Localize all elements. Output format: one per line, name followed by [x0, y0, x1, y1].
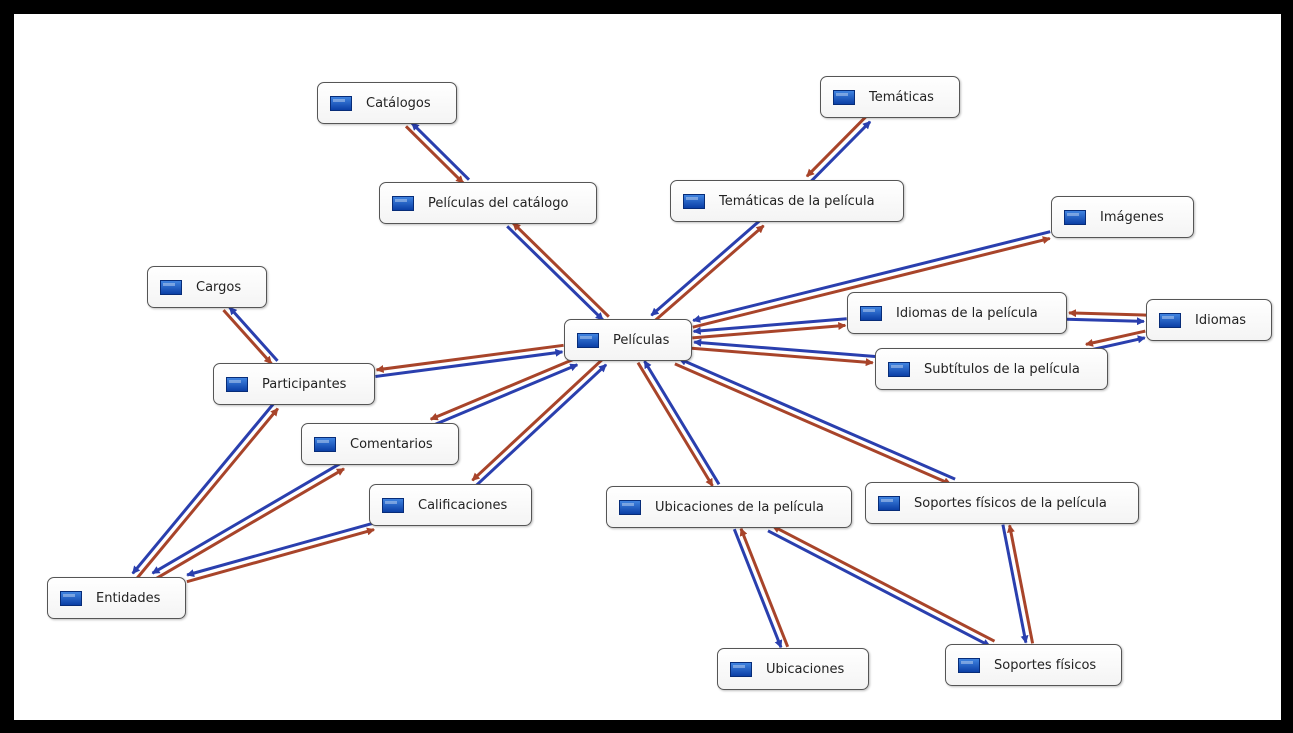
relation-arrow-peliculas-to-comentarios [429, 356, 578, 421]
node-label: Ubicaciones de la película [655, 499, 824, 515]
node-label: Imágenes [1100, 209, 1164, 225]
relation-arrow-tematicas_pelicula-to-peliculas [650, 218, 762, 317]
table-icon [860, 305, 882, 321]
table-node-soportes-fisicos[interactable]: Soportes físicos [945, 644, 1122, 686]
relation-arrow-idiomas-to-subtitulos_pelicula [1085, 329, 1146, 347]
node-label: Participantes [262, 376, 347, 392]
node-label: Idiomas [1195, 312, 1247, 328]
node-label: Ubicaciones [766, 661, 845, 677]
node-label: Subtítulos de la película [924, 361, 1080, 377]
relation-arrow-tematicas-to-tematicas_pelicula [805, 114, 868, 178]
relation-arrow-entidades-to-comentarios [153, 467, 345, 582]
relation-arrow-peliculas_catalogo-to-peliculas [506, 225, 604, 321]
relations-layer [131, 114, 1147, 649]
table-node-cargos[interactable]: Cargos [147, 266, 267, 308]
relation-arrow-peliculas-to-calificaciones [471, 357, 605, 482]
relation-arrow-peliculas-to-peliculas_catalogo [512, 222, 610, 318]
relation-arrow-ubicaciones_pelicula-to-peliculas [643, 360, 721, 486]
table-icon [577, 332, 599, 348]
table-node-soportes-fisicos-de-la-pelicula[interactable]: Soportes físicos de la película [865, 482, 1139, 524]
table-icon [833, 89, 855, 105]
table-node-tematicas-de-la-pelicula[interactable]: Temáticas de la película [670, 180, 904, 222]
relation-arrow-peliculas_catalogo-to-catalogos [410, 122, 471, 181]
relation-arrow-ubicaciones-to-ubicaciones_pelicula [739, 527, 790, 648]
table-node-peliculas-del-catalogo[interactable]: Películas del catálogo [379, 182, 597, 224]
table-node-subtitulos-de-la-pelicula[interactable]: Subtítulos de la película [875, 348, 1108, 390]
table-node-idiomas[interactable]: Idiomas [1146, 299, 1272, 341]
table-icon [1064, 209, 1086, 225]
relation-arrow-calificaciones-to-entidades [186, 521, 375, 577]
table-node-idiomas-de-la-pelicula[interactable]: Idiomas de la película [847, 292, 1067, 334]
table-node-tematicas[interactable]: Temáticas [820, 76, 960, 118]
node-label: Temáticas [869, 89, 934, 105]
relation-arrow-participantes-to-cargos [228, 306, 279, 362]
node-label: Temáticas de la película [719, 193, 875, 209]
relation-arrow-catalogos-to-peliculas_catalogo [404, 125, 465, 184]
table-icon [888, 361, 910, 377]
node-label: Catálogos [366, 95, 431, 111]
diagram-canvas: Catálogos Temáticas Películas del catálo… [14, 14, 1281, 720]
node-label: Entidades [96, 590, 161, 606]
relation-arrow-idiomas-to-idiomas_pelicula [1068, 309, 1147, 318]
table-icon [619, 499, 641, 515]
node-label: Soportes físicos de la película [914, 495, 1107, 511]
table-icon [683, 193, 705, 209]
table-icon [730, 661, 752, 677]
table-node-participantes[interactable]: Participantes [213, 363, 375, 405]
node-label: Idiomas de la película [896, 305, 1038, 321]
table-icon [382, 497, 404, 513]
relation-arrow-peliculas-to-imagenes [692, 236, 1051, 329]
table-node-ubicaciones-de-la-pelicula[interactable]: Ubicaciones de la película [606, 486, 852, 528]
table-node-comentarios[interactable]: Comentarios [301, 423, 459, 465]
relation-arrow-ubicaciones_pelicula-to-soportes [767, 529, 991, 648]
table-node-catalogos[interactable]: Catálogos [317, 82, 457, 124]
relation-arrow-peliculas-to-ubicaciones_pelicula [636, 361, 714, 487]
table-node-entidades[interactable]: Entidades [47, 577, 186, 619]
relation-arrow-participantes-to-peliculas [375, 348, 564, 378]
table-icon [160, 279, 182, 295]
table-icon [958, 657, 980, 673]
relation-arrow-peliculas-to-tematicas_pelicula [653, 224, 765, 323]
relation-arrow-subtitulos_pelicula-to-peliculas [693, 338, 876, 358]
table-node-calificaciones[interactable]: Calificaciones [369, 484, 532, 526]
node-label: Películas [613, 332, 670, 348]
relation-arrow-peliculas-to-soportes_pelicula [674, 362, 952, 486]
relation-arrow-imagenes-to-peliculas [692, 230, 1051, 323]
relation-arrow-entidades-to-calificaciones [186, 527, 375, 584]
table-icon [1159, 312, 1181, 328]
relation-arrow-ubicaciones_pelicula-to-ubicaciones [732, 528, 783, 649]
node-label: Calificaciones [418, 497, 508, 513]
relation-arrow-soportes_pelicula-to-peliculas [678, 357, 956, 481]
node-label: Películas del catálogo [428, 195, 569, 211]
table-node-peliculas[interactable]: Películas [564, 319, 692, 361]
relation-arrow-peliculas-to-subtitulos_pelicula [691, 346, 874, 367]
relation-arrow-idiomas_pelicula-to-idiomas [1066, 317, 1145, 326]
relation-arrow-soportes_pelicula-to-soportes [1001, 524, 1029, 644]
table-icon [392, 195, 414, 211]
table-node-ubicaciones[interactable]: Ubicaciones [717, 648, 869, 690]
table-icon [226, 376, 248, 392]
table-node-imagenes[interactable]: Imágenes [1051, 196, 1194, 238]
relation-arrow-entidades-to-participantes [135, 407, 279, 580]
relation-arrow-calificaciones-to-peliculas [474, 363, 608, 488]
table-icon [314, 436, 336, 452]
table-icon [60, 590, 82, 606]
node-label: Cargos [196, 279, 242, 295]
table-icon [878, 495, 900, 511]
relation-arrow-peliculas-to-participantes [375, 343, 564, 373]
node-label: Soportes físicos [994, 657, 1097, 673]
relation-arrow-cargos-to-participantes [222, 309, 273, 365]
relation-arrow-soportes-to-soportes_pelicula [1007, 524, 1035, 644]
relation-arrow-comentarios-to-peliculas [430, 363, 579, 428]
relation-arrow-soportes-to-ubicaciones_pelicula [771, 524, 996, 643]
relation-arrow-participantes-to-entidades [131, 402, 276, 575]
relation-arrow-tematicas_pelicula-to-tematicas [809, 120, 872, 184]
relation-arrow-peliculas-to-idiomas_pelicula [692, 321, 847, 340]
relation-arrow-comentarios-to-entidades [151, 460, 344, 575]
node-label: Comentarios [350, 436, 433, 452]
relation-arrow-idiomas_pelicula-to-peliculas [692, 317, 847, 335]
table-icon [330, 95, 352, 111]
